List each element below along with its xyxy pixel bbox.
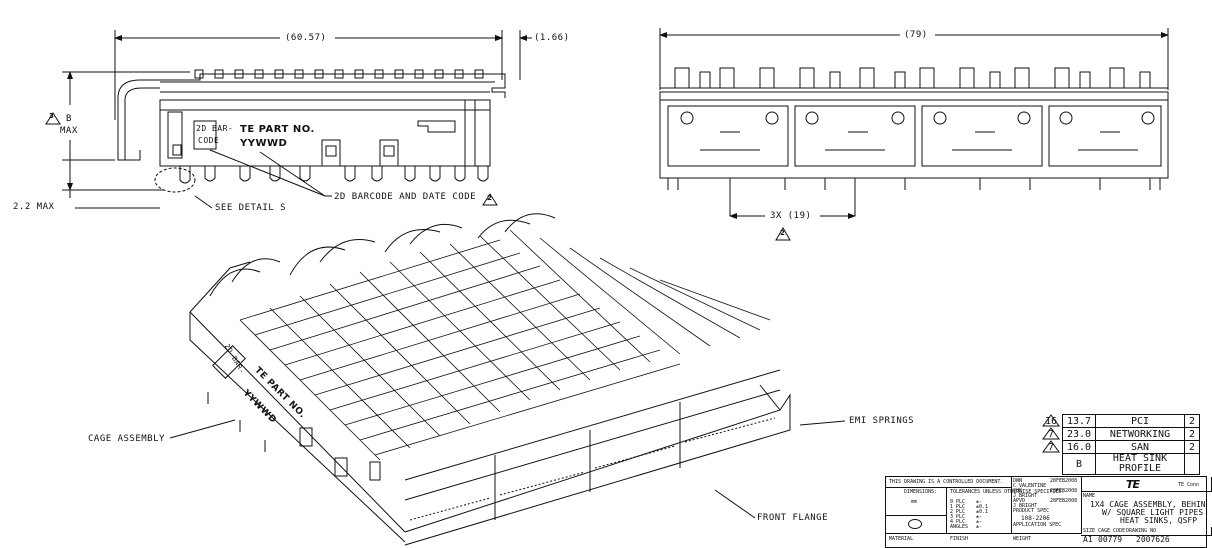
tb-plc2: 2 PLC xyxy=(950,509,966,515)
isometric-ports xyxy=(404,369,781,521)
tb-name-label: NAME xyxy=(1083,493,1096,499)
marking-barcode-line1: 2D BAR- xyxy=(196,124,234,133)
tb-apvd-name: J BRIGHT xyxy=(1013,503,1038,509)
heat-sink-profile-table: 16 13.7 PCI 2 7 23.0 NETWORKING 2 7 16.0… xyxy=(1040,414,1201,475)
tb-plc0: 0 PLC xyxy=(950,499,966,505)
table-cell-extra xyxy=(1183,453,1201,475)
tb-dwn-date: 28FEB2008 xyxy=(1050,478,1078,484)
table-row: 7 23.0 NETWORKING 2 xyxy=(1040,427,1201,441)
tb-tol2: ±0.1 xyxy=(976,509,989,515)
table-cell-extra: 2 xyxy=(1183,427,1201,441)
tb-chk-date: 28FEB2008 xyxy=(1050,488,1078,494)
tb-tol0: ±- xyxy=(976,499,983,505)
side-view-pins xyxy=(179,166,489,184)
tb-logo-suffix: TE Conn xyxy=(1178,482,1200,488)
dim-pitch: 3X (19) xyxy=(770,211,812,221)
projection-symbol xyxy=(908,519,922,529)
tb-tolerances: TOLERANCES UNLESS OTHERWISE SPECIFIED: xyxy=(950,489,1065,495)
rev-triangles xyxy=(1042,414,1060,453)
tb-plc1: 1 PLC xyxy=(950,504,966,510)
tb-chk: CHK xyxy=(1013,488,1023,494)
front-view-ports xyxy=(667,105,1162,167)
tb-size-val: A1 xyxy=(1083,535,1093,544)
table-cell-label: NETWORKING xyxy=(1095,427,1185,441)
title-block: THIS DRAWING IS A CONTROLLED DOCUMENT. D… xyxy=(885,476,1212,548)
table-row: B HEAT SINK PROFILE xyxy=(1040,453,1201,475)
tb-apvd: APVD xyxy=(1013,498,1026,504)
rev-mark-2a: 2 xyxy=(487,194,492,202)
tb-product-spec: PRODUCT SPEC xyxy=(1013,508,1050,514)
tb-cage-code: CAGE CODE xyxy=(1098,528,1126,534)
isometric-fins xyxy=(239,229,771,461)
tb-dwn-name: C VALENTINE xyxy=(1013,483,1047,489)
tb-tol3: ±- xyxy=(976,514,983,520)
callout-barcode-date: 2D BARCODE AND DATE CODE xyxy=(334,192,477,202)
callout-emi-springs: EMI SPRINGS xyxy=(849,416,915,426)
table-cell-value: 16.0 xyxy=(1061,440,1097,454)
tb-controlled: THIS DRAWING IS A CONTROLLED DOCUMENT. xyxy=(889,479,1004,485)
tb-finish: FINISH xyxy=(950,536,969,542)
table-cell-label: PCI xyxy=(1095,414,1185,428)
marking-barcode-line2: CODE xyxy=(198,136,220,145)
marking-te-part-no: TE PART NO. xyxy=(240,124,315,135)
tb-dwn: DWN xyxy=(1013,478,1023,484)
side-view-heatsink-fins xyxy=(194,69,484,79)
tb-chk-name: J BRIGHT xyxy=(1013,493,1038,499)
callout-cage-assembly: CAGE ASSEMBLY xyxy=(88,434,165,444)
drawing-canvas xyxy=(45,28,1169,546)
rev-mark-3: 3 xyxy=(49,112,54,120)
front-view-fins xyxy=(674,67,1151,89)
table-row: 7 16.0 SAN 2 xyxy=(1040,440,1201,454)
table-cell-value: 13.7 xyxy=(1061,414,1097,428)
table-cell-value: B xyxy=(1061,453,1097,475)
tb-weight: WEIGHT xyxy=(1013,536,1032,542)
tb-dimensions: DIMENSIONS: xyxy=(904,489,938,495)
dim-max-label: MAX xyxy=(60,126,78,136)
side-view xyxy=(62,30,532,209)
front-view xyxy=(659,28,1169,241)
tb-angles: ANGLES xyxy=(950,524,969,530)
table-row: 16 13.7 PCI 2 xyxy=(1040,414,1201,428)
dim-22-max: 2.2 MAX xyxy=(13,202,55,212)
dim-b-label: B xyxy=(66,114,72,124)
tb-plc4: 4 PLC xyxy=(950,519,966,525)
table-rev-mark: 7 xyxy=(1040,427,1063,441)
table-cell-extra: 2 xyxy=(1183,414,1201,428)
tb-drawing-val: 2007626 xyxy=(1136,535,1170,544)
tb-title-line1: 1X4 CAGE ASSEMBLY, BEHIN xyxy=(1090,500,1206,509)
tb-drawing-no: DRAWING NO xyxy=(1126,528,1157,534)
tb-apvd-date: 28FEB2008 xyxy=(1050,498,1078,504)
tb-size: SIZE xyxy=(1083,528,1096,534)
rev-mark-2b: 2 xyxy=(780,229,785,237)
tb-mm: mm xyxy=(911,499,918,505)
callout-see-detail: SEE DETAIL S xyxy=(215,203,287,213)
tb-tol4: ±- xyxy=(976,519,983,525)
tb-product-spec-val: 108-2206 xyxy=(1021,515,1050,522)
table-cell-label: HEAT SINK PROFILE xyxy=(1095,453,1185,475)
table-cell-extra: 2 xyxy=(1183,440,1201,454)
tb-title-line2: W/ SQUARE LIGHT PIPES xyxy=(1102,508,1204,517)
table-cell-value: 23.0 xyxy=(1061,427,1097,441)
tb-tol1: ±0.1 xyxy=(976,504,989,510)
tb-plc3: 3 PLC xyxy=(950,514,966,520)
tb-application-spec: APPLICATION SPEC xyxy=(1013,522,1062,528)
table-rev-mark: 7 xyxy=(1040,440,1063,454)
tb-material: MATERIAL xyxy=(889,536,914,542)
tb-tol-ang: ±- xyxy=(976,524,983,530)
table-cell-label: SAN xyxy=(1095,440,1185,454)
tb-title-line3: HEAT SINKS, QSFP xyxy=(1120,516,1198,525)
callout-front-flange: FRONT FLANGE xyxy=(757,513,829,523)
table-rev-mark: 16 xyxy=(1040,414,1063,428)
marking-yywwd: YYWWD xyxy=(240,138,288,149)
dim-width-79: (79) xyxy=(904,30,928,40)
dim-width-166: (1.66) xyxy=(534,33,570,43)
tb-cage-val: 00779 xyxy=(1098,535,1123,544)
front-view-pins xyxy=(667,178,1161,216)
isometric-view xyxy=(169,213,846,546)
te-logo: TE xyxy=(1126,478,1140,491)
dim-width-6057: (60.57) xyxy=(285,33,327,43)
